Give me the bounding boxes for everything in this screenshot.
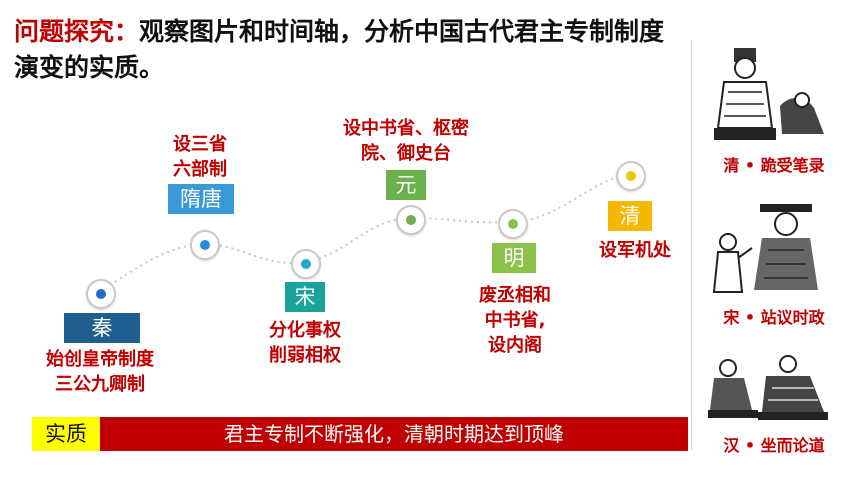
timeline-node-suitang (190, 230, 220, 260)
timeline-node-qing (616, 161, 646, 191)
side-caption-qing: 清 • 跪受笔录 (723, 156, 825, 175)
dynasty-desc-song: 分化事权 削弱相权 (250, 318, 360, 368)
timeline-node-song (291, 249, 321, 279)
han-officials-seated-illustration (708, 355, 828, 420)
timeline-node-ming (498, 209, 528, 239)
desc-line: 设军机处 (599, 240, 671, 261)
node-dot (626, 171, 636, 181)
desc-line: 设三省 (173, 134, 227, 155)
song-official-standing-illustration (712, 204, 818, 293)
dynasty-label-suitang: 隋唐 (168, 184, 234, 214)
node-dot (301, 259, 311, 269)
node-dot (406, 215, 416, 225)
desc-line: 设内阁 (488, 335, 542, 356)
summary-tag: 实质 (32, 417, 100, 451)
question-text: 观察图片和时间轴，分析中国古代君主专制制度演变的实质。 (14, 17, 665, 82)
desc-line: 削弱相权 (269, 345, 341, 366)
dynasty-label-ming: 明 (492, 243, 536, 273)
timeline-node-yuan (396, 205, 426, 235)
dynasty-desc-yuan: 设中书省、枢密 院、御史台 (324, 116, 488, 166)
dynasty-desc-suitang: 设三省 六部制 (150, 132, 250, 182)
node-dot (96, 289, 106, 299)
summary-text: 君主专制不断强化，清朝时期达到顶峰 (100, 417, 688, 451)
desc-line: 设中书省、枢密 (343, 118, 469, 139)
qing-official-kneeling-illustration (714, 48, 824, 140)
desc-line: 院、御史台 (361, 143, 451, 164)
panel-divider (691, 40, 692, 450)
dynasty-desc-qin: 始创皇帝制度 三公九卿制 (30, 347, 170, 397)
dynasty-label-qing: 清 (608, 201, 652, 231)
summary-bar: 实质 君主专制不断强化，清朝时期达到顶峰 (32, 417, 688, 451)
question-label: 问题探究： (14, 17, 140, 46)
dynasty-desc-qing: 设军机处 (580, 238, 690, 263)
desc-line: 始创皇帝制度 (46, 349, 154, 370)
node-dot (508, 219, 518, 229)
question-title: 问题探究：观察图片和时间轴，分析中国古代君主专制制度演变的实质。 (14, 14, 674, 86)
dynasty-desc-ming: 废丞相和 中书省, 设内阁 (460, 283, 570, 358)
node-dot (200, 240, 210, 250)
desc-line: 六部制 (173, 159, 227, 180)
timeline-node-qin (86, 279, 116, 309)
side-caption-han: 汉 • 坐而论道 (723, 436, 825, 455)
dynasty-label-song: 宋 (285, 282, 325, 312)
dynasty-label-yuan: 元 (386, 170, 426, 200)
desc-line: 废丞相和 (479, 285, 551, 306)
desc-line: 三公九卿制 (55, 374, 145, 395)
side-caption-song: 宋 • 站议时政 (723, 308, 825, 327)
desc-line: 中书省, (484, 310, 546, 331)
desc-line: 分化事权 (269, 320, 341, 341)
dynasty-label-qin: 秦 (64, 313, 140, 343)
